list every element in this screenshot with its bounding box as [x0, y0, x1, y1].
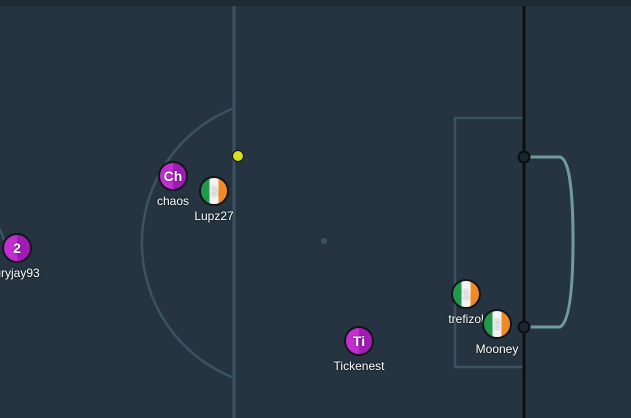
pitch-surface: [0, 6, 631, 418]
left-arc: [0, 227, 6, 241]
player-avatar-label: Ti: [352, 333, 366, 349]
player-trefizol[interactable]: 1 trefizol: [448, 279, 484, 326]
player-name: Tickenest: [333, 359, 385, 373]
ball: [232, 150, 244, 162]
player-name: Mooney: [475, 342, 519, 356]
goal-net: [524, 155, 575, 329]
player-name: gryjay93: [0, 266, 40, 280]
player-avatar: [482, 309, 512, 339]
player-avatar: [344, 326, 374, 356]
player-chaos[interactable]: Ch chaos: [157, 161, 189, 208]
player-gryjay93[interactable]: 2 gryjay93: [0, 233, 40, 280]
player-name: chaos: [156, 194, 190, 208]
player-avatar-label: 3: [210, 183, 218, 199]
player-avatar-label: Ch: [163, 168, 183, 184]
player-avatar: [451, 279, 481, 309]
player-avatar-label: 2: [13, 240, 21, 256]
player-avatar: [158, 161, 188, 191]
player-mooney[interactable]: 2 Mooney: [476, 309, 518, 356]
player-tickenest[interactable]: Ti Tickenest: [334, 326, 384, 373]
player-name: trefizol: [448, 312, 484, 326]
player-lupz27[interactable]: 3 Lupz27: [194, 176, 234, 223]
player-avatar: [199, 176, 229, 206]
player-name: Lupz27: [194, 209, 234, 223]
goal-post-bottom: [517, 320, 531, 334]
player-avatar-label: 2: [493, 316, 501, 332]
center-circle: [140, 106, 235, 380]
player-avatar-label: 1: [462, 286, 470, 302]
player-avatar: [2, 233, 32, 263]
goal-box: [453, 116, 524, 369]
goal-post-top: [517, 150, 531, 164]
penalty-spot: [321, 238, 327, 244]
